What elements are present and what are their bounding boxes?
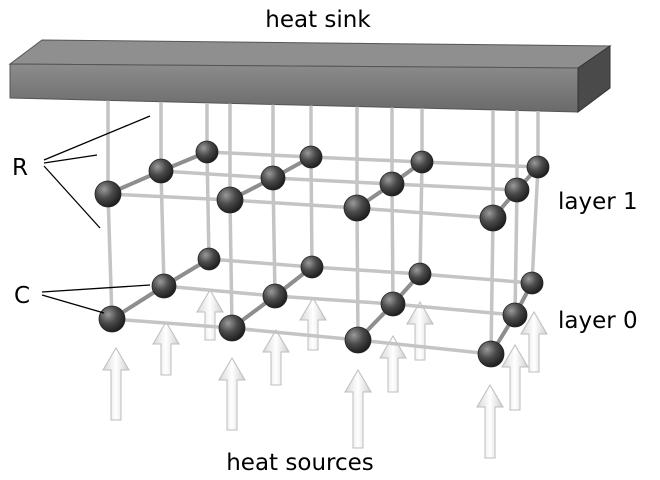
resistor-x-l1-r2-c2 [420, 160, 540, 169]
resistor-x-l1-r1-c1 [271, 176, 394, 186]
layer-1-label: layer 1 [558, 189, 638, 215]
resistor-x-l0-r2-c2 [418, 272, 534, 285]
heat-source-arrow-8 [406, 301, 434, 361]
resistor-x-l1-r2-c0 [205, 150, 313, 159]
resistor-x-l1-r1-c2 [390, 182, 519, 192]
resistor-x-l1-r0-c2 [355, 206, 495, 220]
heat-sink-side [577, 45, 611, 113]
heat-source-arrow-0 [102, 347, 130, 421]
capacitor-node-l1-c1-r1 [260, 165, 286, 191]
capacitor-node-l1-c1-r2 [299, 145, 323, 169]
resistor-x-l0-r1-c2 [391, 302, 517, 317]
resistor-x-l0-r0-c2 [356, 338, 493, 356]
heat-source-arrow-3 [218, 357, 246, 431]
capacitor-node-l0-c3-r2 [520, 271, 544, 295]
heat-sink-label: heat sink [265, 7, 371, 33]
resistor-label: R [12, 155, 28, 181]
resistor-y-c2-r2 [418, 160, 424, 276]
resistor-x-l0-r1-c1 [273, 294, 395, 306]
resistor-y-c2-r1 [390, 182, 395, 306]
capacitor-node-l1-c2-r2 [410, 150, 434, 174]
resistor-x-l0-r2-c0 [207, 257, 314, 269]
capacitor-node-l0-c1-r2 [300, 255, 324, 279]
heat-sink-front [9, 63, 579, 113]
capacitor-node-l1-c1-r0 [216, 186, 244, 214]
c-pointer-1 [41, 284, 151, 293]
heat-source-arrow-4 [262, 329, 290, 386]
heat-source-arrow-7 [379, 335, 407, 393]
capacitor-node-l0-c3-r0 [477, 340, 505, 368]
heat-source-arrow-9 [476, 384, 504, 459]
heat-source-arrow-1 [152, 321, 180, 376]
resistor-x-l0-r2-c1 [310, 265, 422, 276]
capacitor-node-l0-c1-r0 [218, 314, 246, 342]
resistor-x-l0-r1-c0 [162, 284, 277, 298]
capacitor-node-l1-c0-r1 [148, 158, 174, 184]
resistor-x-l1-r0-c1 [228, 198, 359, 210]
resistor-x-l0-r0-c1 [230, 326, 360, 342]
heat-sink-slab [8, 39, 612, 113]
resistor-y-c3-r2 [530, 165, 540, 285]
resistor-y-c2-r0 [355, 206, 360, 342]
capacitor-node-l1-c0-r0 [94, 180, 122, 208]
resistor-grid [106, 150, 540, 356]
capacitor-node-l0-c0-r0 [98, 305, 126, 333]
r-pointer-2 [43, 154, 98, 164]
capacitor-node-l0-c0-r1 [151, 273, 177, 299]
capacitor-node-l1-c0-r2 [195, 140, 219, 164]
layer-0-label: layer 0 [558, 308, 638, 334]
capacitor-node-l0-c2-r2 [408, 262, 432, 286]
resistor-y-c1-r1 [271, 176, 277, 298]
capacitor-node-l0-c0-r2 [197, 247, 221, 271]
resistor-y-c3-r1 [513, 188, 519, 317]
capacitor-node-l1-c2-r0 [343, 194, 371, 222]
resistor-y-c1-r0 [228, 198, 234, 330]
capacitor-nodes [94, 140, 550, 368]
r-pointer-1 [43, 115, 151, 161]
resistor-x-l1-r0-c0 [106, 192, 232, 202]
capacitor-node-l1-c2-r1 [379, 171, 405, 197]
capacitor-node-l1-c3-r0 [479, 204, 507, 232]
capacitor-node-l0-c2-r1 [380, 291, 406, 317]
capacitor-node-l0-c1-r1 [262, 283, 288, 309]
resistor-y-c0-r0 [106, 192, 114, 321]
vertical-resistors [106, 100, 540, 218]
capacitor-node-l1-c3-r2 [526, 155, 550, 179]
resistor-y-c0-r1 [159, 169, 166, 288]
resistor-y-c3-r0 [489, 216, 495, 356]
capacitor-node-l1-c3-r1 [504, 177, 530, 203]
capacitor-label: C [14, 283, 30, 309]
heat-source-arrow-5 [299, 297, 327, 351]
r-pointer-3 [43, 165, 101, 229]
heat-source-arrow-2 [196, 289, 224, 341]
heat-source-arrow-11 [520, 311, 548, 373]
capacitor-node-l0-c2-r0 [344, 326, 372, 354]
capacitor-node-l0-c3-r1 [502, 302, 528, 328]
label-pointers [41, 115, 151, 314]
resistor-y-c1-r2 [309, 155, 314, 269]
heat-sink-top [8, 39, 612, 69]
heat-source-arrows [102, 289, 548, 459]
resistor-y-c0-r2 [205, 150, 211, 261]
c-pointer-2 [41, 294, 105, 314]
heat-source-arrow-10 [501, 344, 529, 411]
heat-source-arrow-6 [344, 369, 372, 449]
heat-sources-label: heat sources [226, 450, 374, 476]
resistor-x-l1-r2-c1 [309, 155, 424, 164]
resistor-x-l1-r1-c0 [159, 169, 275, 180]
resistor-x-l0-r0-c0 [110, 317, 234, 330]
